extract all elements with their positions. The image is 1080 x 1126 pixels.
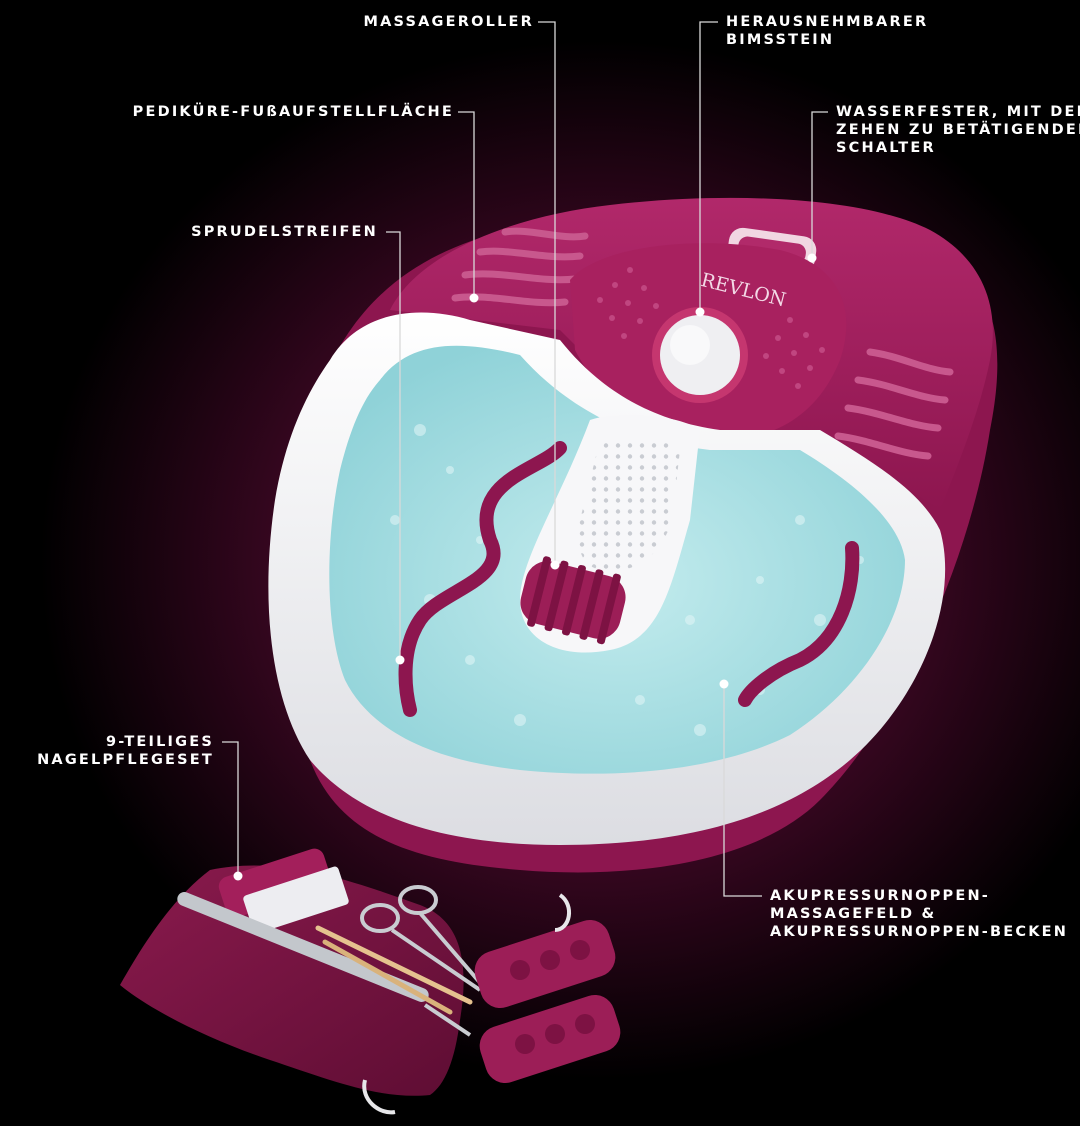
bubble-strip-right xyxy=(738,541,860,707)
massage-roller xyxy=(520,556,626,645)
acupressure-dots-insert xyxy=(578,437,680,571)
label-schalter: WASSERFESTER, MIT DEN ZEHEN ZU BETÄTIGEN… xyxy=(836,104,1080,156)
nail-file xyxy=(177,892,429,1002)
label-akupressur: AKUPRESSURNOPPEN- MASSAGEFELD & AKUPRESS… xyxy=(770,888,1069,940)
tweezer xyxy=(423,1003,472,1037)
cuticle-stick xyxy=(315,925,473,1005)
bubble-strip xyxy=(398,441,567,717)
nail-kit-pouch xyxy=(120,865,464,1096)
label-massageroller: MASSAGEROLLER xyxy=(363,14,534,30)
deck-grooves-right xyxy=(834,348,954,460)
callout-lines xyxy=(222,21,828,897)
acupressure-dots-deck xyxy=(597,267,825,389)
label-sprudelstreifen: SPRUDELSTREIFEN xyxy=(191,224,378,240)
nail-brush xyxy=(218,848,349,934)
callout-dots xyxy=(233,253,817,881)
label-fussaufstellflaeche: PEDIKÜRE-FUßAUFSTELLFLÄCHE xyxy=(132,104,454,120)
drawstring-top xyxy=(554,893,571,932)
drawstring-bottom xyxy=(362,1079,396,1115)
label-nagelpflegeset: 9-TEILIGES NAGELPFLEGESET xyxy=(37,734,214,768)
label-bimsstein: HERAUSNEHMBARER BIMSSTEIN xyxy=(726,14,929,48)
deck-grooves-left xyxy=(451,227,589,307)
scissors xyxy=(360,885,484,992)
toe-separators xyxy=(474,919,621,1084)
